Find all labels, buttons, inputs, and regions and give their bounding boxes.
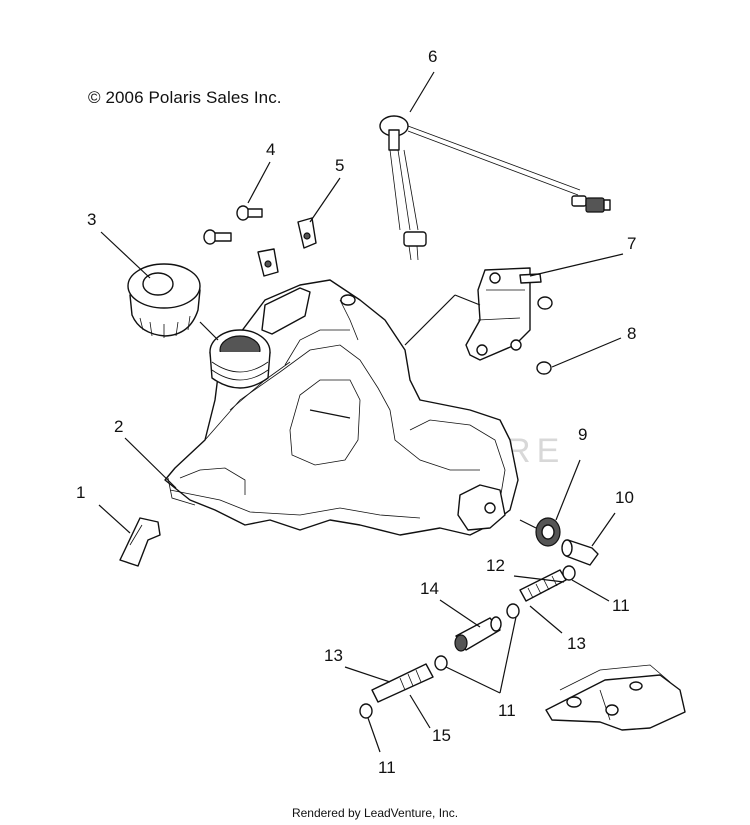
fuel-tank[interactable] bbox=[164, 279, 519, 536]
callout-10: 10 bbox=[615, 488, 634, 507]
speed-nut-pair[interactable] bbox=[257, 217, 317, 277]
callout-5: 5 bbox=[335, 156, 344, 175]
footer-credit: Rendered by LeadVenture, Inc. bbox=[291, 806, 459, 820]
callout-15: 15 bbox=[432, 726, 451, 745]
fuel-sender[interactable] bbox=[379, 115, 611, 261]
mounting-bracket[interactable] bbox=[465, 267, 553, 375]
callout-7: 7 bbox=[627, 234, 636, 253]
screw-pair[interactable] bbox=[203, 205, 263, 245]
fuel-cap[interactable] bbox=[127, 263, 201, 338]
callout-6: 6 bbox=[428, 47, 437, 66]
tank-clip[interactable] bbox=[119, 517, 161, 567]
leader-lines bbox=[98, 71, 624, 753]
skid-bracket[interactable] bbox=[545, 664, 686, 731]
callout-11-b: 11 bbox=[498, 701, 516, 720]
callout-3: 3 bbox=[87, 210, 96, 229]
grommet[interactable] bbox=[535, 517, 561, 547]
callout-13-a: 13 bbox=[567, 634, 586, 653]
hose-fittings[interactable] bbox=[359, 565, 576, 719]
callout-12: 12 bbox=[486, 556, 505, 575]
callout-11-a: 11 bbox=[612, 596, 630, 615]
elbow-fitting[interactable] bbox=[561, 539, 599, 566]
callout-11-c: 11 bbox=[378, 758, 396, 777]
callout-13-b: 13 bbox=[324, 646, 343, 665]
copyright-notice: © 2006 Polaris Sales Inc. bbox=[88, 88, 282, 107]
callout-8: 8 bbox=[627, 324, 636, 343]
callout-14: 14 bbox=[420, 579, 439, 598]
callout-2: 2 bbox=[114, 417, 123, 436]
callout-9: 9 bbox=[578, 425, 587, 444]
callout-numbers: 1 2 3 4 5 6 7 8 9 10 11 11 11 12 13 13 1… bbox=[76, 47, 636, 777]
callout-4: 4 bbox=[266, 140, 275, 159]
callout-1: 1 bbox=[76, 483, 85, 502]
